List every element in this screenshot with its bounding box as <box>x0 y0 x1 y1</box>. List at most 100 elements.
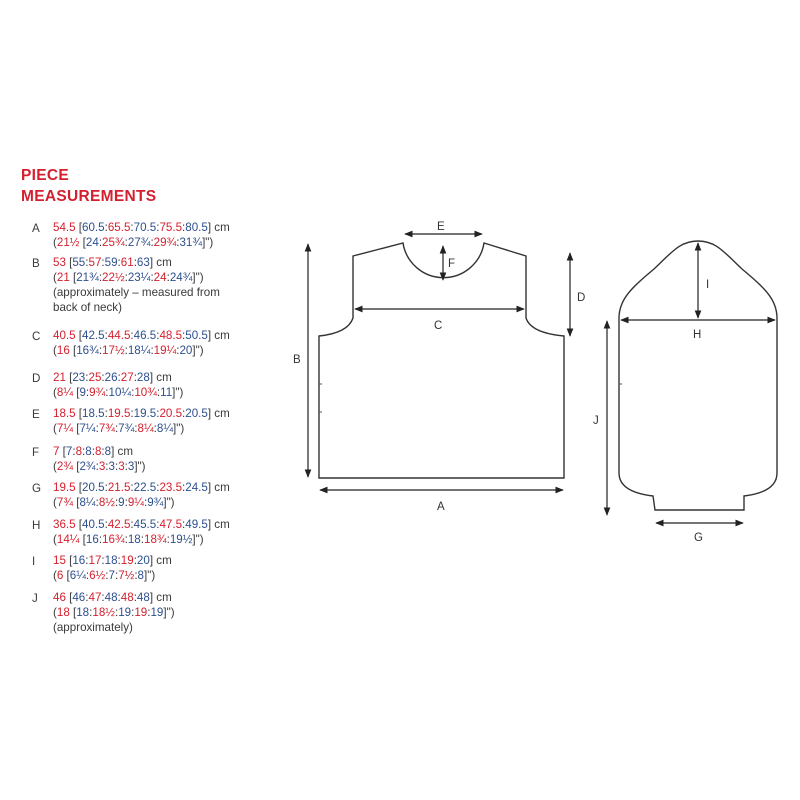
measurement-segment: 24 <box>153 271 167 284</box>
measurement-line: 36.5 [40.5:42.5:45.5:47.5:49.5] cm <box>53 517 230 532</box>
measurement-segment: 20 <box>136 554 150 567</box>
measurement-values: 53 [55:57:59:61:63] cm(21 [21¾:22½:23¼:2… <box>53 255 220 315</box>
measurement-segment: 9¾ <box>147 496 164 509</box>
measurement-line: (7¾ [8¼:8½:9:9¼:9¾]") <box>53 495 230 510</box>
measurement-segment: 3 <box>108 460 115 473</box>
measurement-segment: : <box>147 606 151 619</box>
measurement-segment: ( <box>53 422 57 435</box>
measurement-segment: 45.5 <box>133 518 157 531</box>
measurement-segment: : <box>133 591 137 604</box>
heading-line-2: MEASUREMENTS <box>21 188 157 205</box>
measurement-segment: 29¾ <box>153 236 177 249</box>
measurement-segment: 46 <box>72 591 86 604</box>
measurement-segment: [ <box>75 518 83 531</box>
measurement-segment: 17½ <box>102 344 125 357</box>
measurement-segment: ] cm <box>111 445 134 458</box>
measurement-values: 36.5 [40.5:42.5:45.5:47.5:49.5] cm(14¼ [… <box>53 517 230 547</box>
measurement-segment: : <box>101 256 105 269</box>
measurement-segment: ]") <box>202 236 214 249</box>
measurement-values: 18.5 [18.5:19.5:19.5:20.5:20.5] cm(7¼ [7… <box>53 406 230 436</box>
measurement-letter: B <box>32 257 40 270</box>
measurement-segment: : <box>176 344 180 357</box>
measurement-segment: [ <box>75 329 83 342</box>
measurement-segment: 10¾ <box>134 386 157 399</box>
measurement-segment: : <box>143 496 148 509</box>
measurement-line: 21 [23:25:26:27:28] cm <box>53 370 183 385</box>
measurement-segment: : <box>130 407 134 420</box>
measurement-segment: 19¼ <box>153 344 177 357</box>
measurement-segment: 42.5 <box>82 329 105 342</box>
measurement-segment: 47 <box>88 591 102 604</box>
measurement-segment: : <box>95 422 99 435</box>
measurement-segment: 7 <box>65 445 73 458</box>
measurement-segment: : <box>85 256 89 269</box>
measurement-letter: G <box>32 482 42 495</box>
measurement-segment: : <box>130 329 134 342</box>
measurement-segment: 44.5 <box>107 329 131 342</box>
measurement-segment: 20 <box>179 344 193 357</box>
measurement-values: 54.5 [60.5:65.5:70.5:75.5:80.5] cm(21½ [… <box>53 220 230 250</box>
measurement-segment: 6¼ <box>69 569 86 582</box>
measurement-segment: : <box>182 407 186 420</box>
measurement-line: (approximately) <box>53 620 175 635</box>
measurement-segment: : <box>114 422 119 435</box>
measurement-segment: 18¼ <box>127 344 151 357</box>
measurement-values: 15 [16:17:18:19:20] cm(6 [6¼:6½:7:7½:8]"… <box>53 553 172 583</box>
measurement-segment: 25¾ <box>102 236 125 249</box>
measurement-segment: [ <box>65 554 73 567</box>
label-g: G <box>694 532 703 544</box>
measurement-segment: : <box>117 591 121 604</box>
measurement-segment: 18½ <box>92 606 115 619</box>
label-i: I <box>706 279 709 291</box>
measurement-segment: : <box>104 481 108 494</box>
measurement-segment: 8½ <box>98 496 115 509</box>
measurement-segment: ] cm <box>207 221 230 234</box>
measurement-segment: ]") <box>163 496 175 509</box>
label-j: J <box>593 415 599 427</box>
measurement-letter: H <box>32 519 41 532</box>
measurement-segment: : <box>134 422 138 435</box>
measurement-segment: ( <box>53 271 57 284</box>
measurement-segment: 19.5 <box>107 407 131 420</box>
measurement-segment: [ <box>75 481 83 494</box>
measurement-segment: : <box>117 256 121 269</box>
measurement-segment: 47.5 <box>159 518 183 531</box>
measurement-segment: [ <box>59 445 66 458</box>
measurement-segment: [ <box>75 221 83 234</box>
measurement-segment: ( <box>53 569 57 582</box>
measurement-segment: ] cm <box>149 256 172 269</box>
measurement-segment: ] cm <box>149 591 172 604</box>
measurement-segment: 61 <box>120 256 134 269</box>
measurement-segment: [ <box>69 271 77 284</box>
measurement-segment: 54.5 <box>53 221 76 234</box>
measurement-values: 19.5 [20.5:21.5:22.5:23.5:24.5] cm(7¾ [8… <box>53 480 230 510</box>
measurement-segment: : <box>156 386 161 399</box>
measurement-segment: 8 <box>75 445 83 458</box>
measurement-segment: ]") <box>134 460 146 473</box>
measurement-segment: : <box>101 554 105 567</box>
measurement-segment: 24.5 <box>185 481 208 494</box>
measurement-segment: 75.5 <box>159 221 183 234</box>
measurement-segment: 9 <box>118 496 125 509</box>
measurement-segment: 21 <box>53 371 66 384</box>
measurement-segment: 21 <box>56 271 70 284</box>
measurement-segment: 7¼ <box>79 422 96 435</box>
measurement-segment: 49.5 <box>185 518 208 531</box>
measurement-segment: 7¼ <box>56 422 73 435</box>
measurement-segment: : <box>133 554 137 567</box>
measurement-segment: 3 <box>98 460 106 473</box>
measurement-segment: 7¾ <box>56 496 73 509</box>
measurement-segment: 8¼ <box>56 386 73 399</box>
measurement-line: 40.5 [42.5:44.5:46.5:48.5:50.5] cm <box>53 328 230 343</box>
label-a: A <box>437 501 445 513</box>
measurement-line: (8¼ [9:9¾:10¼:10¾:11]") <box>53 385 183 400</box>
measurement-segment: [ <box>79 236 86 249</box>
measurement-segment: : <box>156 407 160 420</box>
measurement-segment: : <box>114 606 119 619</box>
measurement-segment: 23¼ <box>127 271 151 284</box>
measurement-segment: : <box>98 533 103 546</box>
measurement-segment: 40.5 <box>82 518 105 531</box>
measurement-segment: 46 <box>53 591 66 604</box>
measurement-segment: 21¾ <box>76 271 99 284</box>
measurement-line: 7 [7:8:8:8:8] cm <box>53 444 146 459</box>
